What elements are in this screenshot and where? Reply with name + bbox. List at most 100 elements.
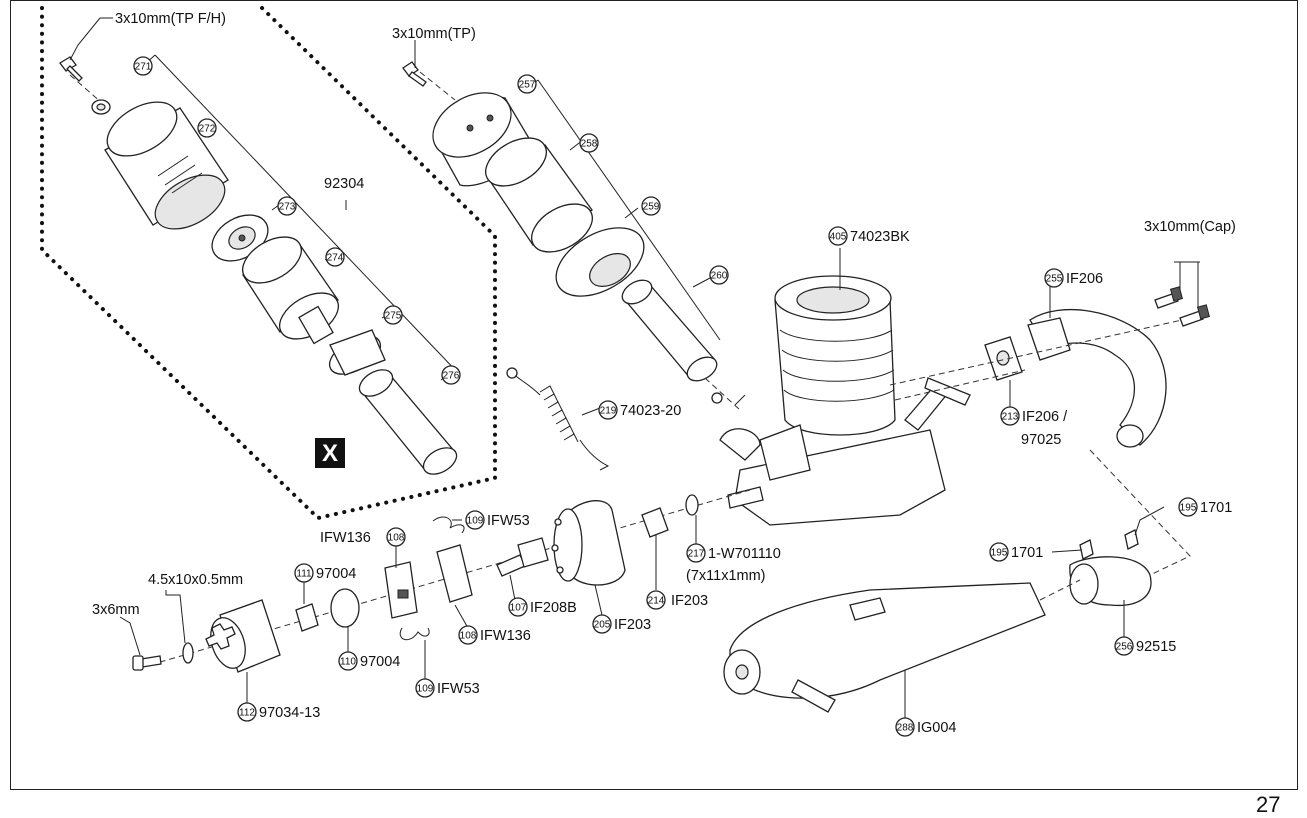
part-107-nut bbox=[496, 537, 549, 577]
screw-tpfh-part bbox=[59, 56, 83, 82]
svg-text:288: 288 bbox=[897, 723, 914, 734]
callout-109-bottom: 109 IFW53 bbox=[415, 678, 480, 698]
svg-text:92515: 92515 bbox=[1136, 639, 1176, 655]
callout-screw-cap: 3x10mm(Cap) bbox=[1144, 219, 1236, 235]
svg-text:108: 108 bbox=[388, 533, 405, 544]
callout-195-right: 195 1701 bbox=[1178, 497, 1232, 517]
svg-text:195: 195 bbox=[991, 548, 1008, 559]
manifold-assembly bbox=[889, 261, 1210, 448]
svg-text:97034-13: 97034-13 bbox=[259, 705, 320, 721]
callout-288: 288 IG004 bbox=[895, 717, 957, 737]
screw-tp-part bbox=[402, 61, 427, 87]
svg-text:256: 256 bbox=[1116, 642, 1133, 653]
callout-217: 217 1-W701110 (7x11x1mm) bbox=[686, 543, 781, 584]
part-110-washer bbox=[330, 588, 360, 628]
svg-text:3x6mm: 3x6mm bbox=[92, 602, 140, 618]
page-number: 27 bbox=[1256, 792, 1281, 817]
starter-parts bbox=[59, 54, 461, 475]
marker-x: X bbox=[322, 440, 338, 467]
svg-text:405: 405 bbox=[830, 232, 847, 243]
part-111-bearing bbox=[295, 603, 319, 632]
svg-text:108: 108 bbox=[460, 631, 477, 642]
spring-219 bbox=[506, 367, 610, 471]
svg-text:3x10mm(TP): 3x10mm(TP) bbox=[392, 26, 476, 42]
svg-text:1-W701110: 1-W701110 bbox=[708, 546, 781, 562]
svg-text:74023-20: 74023-20 bbox=[620, 403, 681, 419]
callout-screw-3x6: 3x6mm bbox=[92, 602, 140, 618]
callout-275: 275 bbox=[383, 305, 403, 325]
callout-195-left: 195 1701 bbox=[989, 542, 1043, 562]
svg-text:275: 275 bbox=[385, 311, 402, 322]
callout-259: 259 bbox=[641, 196, 661, 216]
svg-text:112: 112 bbox=[239, 708, 255, 719]
callout-258: 258 bbox=[579, 133, 599, 153]
callout-screw-tpfh: 3x10mm(TP F/H) bbox=[115, 11, 226, 27]
part-112-bell bbox=[205, 599, 281, 673]
callout-273: 273 bbox=[277, 196, 297, 216]
part-259-flange bbox=[555, 227, 645, 297]
callout-219: 219 74023-20 bbox=[598, 400, 681, 420]
svg-text:IFW53: IFW53 bbox=[487, 513, 530, 529]
svg-text:1701: 1701 bbox=[1011, 545, 1043, 561]
svg-text:271: 271 bbox=[135, 62, 152, 73]
part-217-washer bbox=[685, 494, 699, 516]
callout-washer: 4.5x10x0.5mm bbox=[148, 572, 243, 588]
clutch-line bbox=[132, 489, 751, 673]
callout-260: 260 bbox=[709, 265, 729, 285]
svg-text:IFW136: IFW136 bbox=[480, 628, 531, 644]
callout-108-top: IFW136 108 bbox=[320, 527, 406, 547]
part-205-flywheel bbox=[551, 500, 626, 586]
callout-starter-set: 92304 bbox=[324, 176, 364, 192]
svg-text:109: 109 bbox=[417, 684, 434, 695]
callout-257: 257 bbox=[517, 74, 537, 94]
svg-text:IFW53: IFW53 bbox=[437, 681, 480, 697]
part-272-housing bbox=[104, 101, 229, 230]
cap-screws bbox=[1154, 286, 1210, 327]
callout-214: 214 IF203 bbox=[646, 590, 708, 610]
part-275-shaft bbox=[298, 305, 386, 376]
callout-109-top: 109 IFW53 bbox=[465, 510, 530, 530]
callout-255: 255 IF206 bbox=[1044, 268, 1103, 288]
svg-text:97004: 97004 bbox=[360, 654, 400, 670]
callout-112: 112 97034-13 bbox=[237, 702, 320, 722]
callout-271: 271 bbox=[133, 56, 153, 76]
svg-text:217: 217 bbox=[688, 549, 705, 560]
svg-text:214: 214 bbox=[648, 596, 665, 607]
svg-text:273: 273 bbox=[279, 202, 296, 213]
marker-box bbox=[315, 438, 345, 468]
svg-text:110: 110 bbox=[340, 657, 356, 668]
part-258-drum bbox=[485, 137, 593, 253]
svg-text:255: 255 bbox=[1046, 274, 1063, 285]
engine-assembly bbox=[711, 275, 971, 526]
svg-text:IF203: IF203 bbox=[671, 593, 708, 609]
svg-text:1701: 1701 bbox=[1200, 500, 1232, 516]
svg-text:109: 109 bbox=[467, 516, 484, 527]
callout-276: 276 bbox=[441, 365, 461, 385]
callout-108-bottom: 108 IFW136 bbox=[458, 625, 531, 645]
screw-3x6-part bbox=[132, 655, 162, 671]
callout-272: 272 bbox=[197, 118, 217, 138]
washer-part bbox=[182, 642, 194, 664]
part-108-shoe-a bbox=[384, 561, 418, 619]
part-108-shoe-b bbox=[436, 544, 473, 603]
part-214-collet bbox=[641, 507, 669, 538]
pull-starter-parts bbox=[402, 61, 741, 411]
svg-text:97025: 97025 bbox=[1021, 432, 1061, 448]
svg-text:257: 257 bbox=[519, 80, 536, 91]
svg-text:259: 259 bbox=[643, 202, 660, 213]
svg-text:274: 274 bbox=[327, 253, 344, 264]
svg-text:92304: 92304 bbox=[324, 176, 364, 192]
svg-text:107: 107 bbox=[510, 603, 527, 614]
svg-text:258: 258 bbox=[581, 139, 598, 150]
callout-213: 213 IF206 / 97025 bbox=[1000, 406, 1068, 448]
diagram-frame bbox=[10, 0, 1298, 790]
callout-205: 205 IF203 bbox=[592, 614, 651, 634]
svg-text:205: 205 bbox=[594, 620, 611, 631]
callout-110: 110 97004 bbox=[338, 651, 400, 671]
callout-screw-tp: 3x10mm(TP) bbox=[392, 26, 476, 42]
svg-text:IG004: IG004 bbox=[917, 720, 957, 736]
callout-111: 111 97004 bbox=[294, 563, 356, 583]
svg-text:IFW136: IFW136 bbox=[320, 530, 371, 546]
svg-text:3x10mm(Cap): 3x10mm(Cap) bbox=[1144, 219, 1236, 235]
